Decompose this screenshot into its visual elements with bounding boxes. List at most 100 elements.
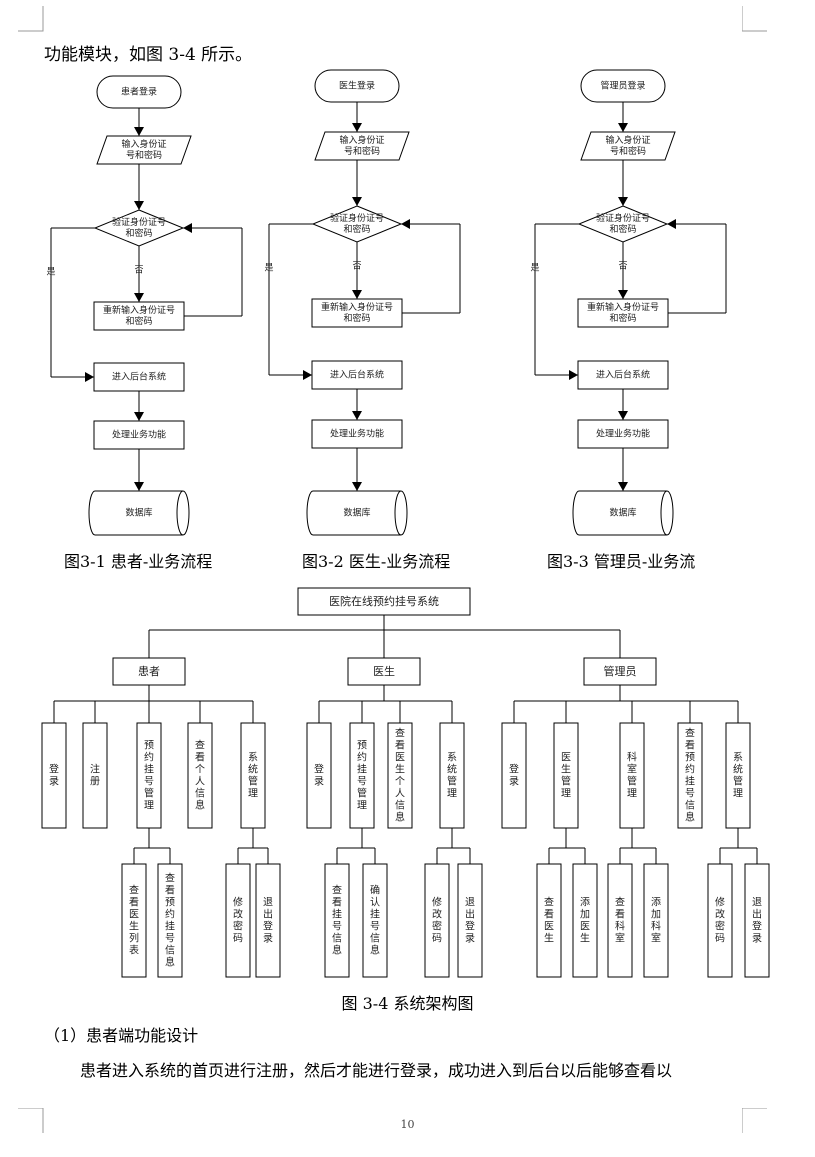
module-label: 系	[248, 752, 258, 764]
module-label: 约	[357, 751, 367, 764]
corner-mark-top-right	[742, 6, 767, 32]
module-box	[82, 722, 108, 829]
role-branch-1: 患者登录注册预约挂号管理查看个人信息系统管理查看医生列表查看预约挂号信息修改密码…	[41, 630, 281, 978]
arrow-head	[352, 411, 362, 420]
arrow-head	[618, 482, 628, 491]
module-box	[619, 722, 645, 829]
submodule-label: 退	[752, 897, 762, 909]
module-label: 号	[357, 776, 367, 788]
submodule-box	[607, 863, 633, 978]
module-label: 录	[509, 776, 519, 788]
module-label: 录	[314, 776, 324, 788]
module-label: 号	[685, 788, 695, 800]
module-label: 预	[685, 752, 695, 764]
submodule-label: 医	[580, 921, 590, 933]
module-label: 理	[447, 788, 457, 800]
database-label: 数据库	[343, 507, 370, 519]
submodule-label: 密	[432, 920, 442, 933]
database-cylinder-edge	[394, 490, 402, 536]
module-label: 理	[733, 788, 743, 800]
submodule-label: 息	[332, 944, 342, 957]
submodule-box	[424, 863, 450, 978]
module-label: 理	[627, 788, 637, 800]
module-label: 理	[561, 788, 571, 800]
module-label: 看	[395, 739, 405, 752]
submodule-label: 号	[332, 921, 342, 933]
submodule-label: 看	[332, 896, 342, 909]
module-label: 信	[395, 800, 405, 812]
submodule-label: 信	[370, 933, 380, 945]
module-label: 生	[561, 763, 571, 776]
module-box	[501, 722, 527, 829]
submodule-label: 信	[165, 945, 175, 957]
role-branch-2: 医生登录预约挂号管理查看医生个人信息系统管理查看挂号信息确认挂号信息修改密码退出…	[306, 630, 483, 978]
submodule-label: 录	[465, 933, 475, 945]
module-label: 统	[733, 763, 743, 776]
role-label: 管理员	[604, 664, 637, 678]
submodule-label: 加	[651, 909, 661, 921]
submodule-label: 看	[129, 896, 139, 909]
input-label: 输入身份证	[339, 134, 384, 146]
decision-label: 验证身份证号	[596, 212, 650, 224]
input-label: 号和密码	[344, 145, 380, 157]
module-label: 个	[395, 776, 405, 788]
input-label: 号和密码	[610, 145, 646, 157]
submodule-label: 登	[752, 920, 762, 933]
submodule-label: 码	[233, 933, 243, 945]
submodule-label: 医	[544, 921, 554, 933]
module-label: 医	[395, 752, 405, 764]
module-label: 理	[144, 800, 154, 812]
module-box	[387, 722, 413, 829]
module-label: 挂	[144, 763, 154, 776]
arrow-head	[569, 370, 578, 380]
submodule-label: 改	[715, 908, 725, 921]
decision-label: 和密码	[343, 223, 370, 235]
module-label: 息	[195, 799, 205, 812]
module-label: 管	[561, 775, 571, 788]
submodule-label: 退	[263, 897, 273, 909]
module-label: 生	[395, 763, 405, 776]
module-box	[240, 722, 266, 829]
submodule-label: 查	[615, 896, 625, 909]
submodule-label: 预	[165, 897, 175, 909]
no-label: 否	[352, 261, 361, 272]
arrow-head	[134, 127, 144, 136]
submodule-label: 添	[651, 896, 661, 909]
start-label: 患者登录	[121, 86, 157, 98]
submodule-label: 看	[544, 908, 554, 921]
process-label: 处理业务功能	[596, 428, 650, 440]
arrow-head	[618, 411, 628, 420]
arrow-head	[618, 197, 628, 206]
submodule-label: 密	[715, 920, 725, 933]
submodule-label: 查	[332, 884, 342, 897]
figure-3-2-caption: 图3-2 医生-业务流程	[302, 552, 451, 571]
module-label: 挂	[357, 763, 367, 776]
section-heading: （1）患者端功能设计	[44, 1026, 199, 1045]
reinput-label: 重新输入身份证号	[321, 301, 393, 313]
module-label: 理	[248, 788, 258, 800]
database-label: 数据库	[125, 507, 152, 519]
submodule-box	[121, 863, 147, 978]
module-label: 查	[395, 727, 405, 740]
module-label: 看	[195, 751, 205, 764]
submodule-box	[572, 863, 598, 978]
submodule-label: 修	[715, 896, 725, 909]
module-label: 管	[447, 775, 457, 788]
submodule-label: 息	[165, 956, 175, 969]
module-label: 统	[447, 763, 457, 776]
input-parallelogram	[580, 131, 676, 161]
arrow-head	[618, 290, 628, 299]
module-label: 查	[685, 727, 695, 740]
submodule-label: 查	[129, 884, 139, 897]
module-label: 理	[357, 800, 367, 812]
module-label: 管	[627, 775, 637, 788]
arrow-head	[134, 412, 144, 421]
reinput-label: 和密码	[125, 315, 152, 327]
database-label: 数据库	[609, 507, 636, 519]
submodule-label: 生	[129, 920, 139, 933]
submodule-label: 科	[615, 920, 625, 933]
submodule-label: 挂	[332, 908, 342, 921]
submodule-label: 添	[580, 896, 590, 909]
submodule-label: 挂	[370, 908, 380, 921]
module-box	[439, 722, 465, 829]
